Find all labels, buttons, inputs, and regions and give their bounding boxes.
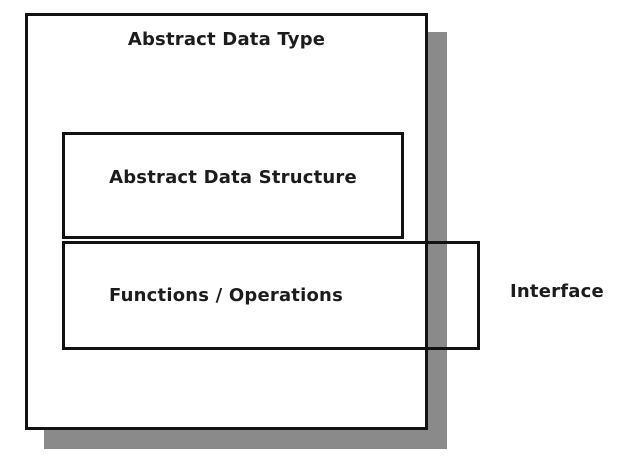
abstract-data-structure-box: Abstract Data Structure — [62, 132, 404, 239]
functions-operations-box: Functions / Operations — [62, 241, 480, 350]
abstract-data-structure-label: Abstract Data Structure — [109, 167, 357, 188]
abstract-data-type-label: Abstract Data Type — [127, 29, 326, 50]
functions-operations-label: Functions / Operations — [109, 285, 343, 306]
interface-label: Interface — [510, 281, 604, 302]
functions-operations-label-area: Functions / Operations — [65, 244, 387, 347]
